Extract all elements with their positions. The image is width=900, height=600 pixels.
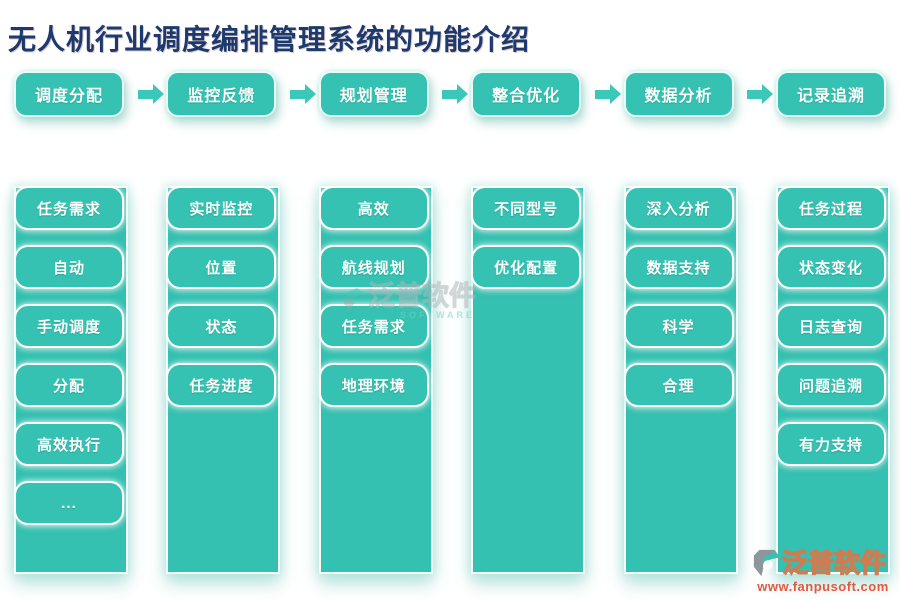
arrow-right-icon	[290, 89, 306, 99]
arrow-right-icon	[137, 89, 153, 99]
column-panel: 高效航线规划任务需求地理环境	[318, 186, 433, 574]
column-item-button[interactable]: 任务需求	[14, 186, 124, 230]
flow-cell: 记录追溯	[775, 71, 888, 117]
column-item-button[interactable]: 任务过程	[775, 186, 886, 230]
column-item-button[interactable]: 地理环境	[318, 363, 429, 407]
flow-cell: 数据分析	[623, 71, 776, 117]
brand-logo: 泛普软件 www.fanpusoft.com	[752, 547, 894, 594]
flow-cell: 整合优化	[471, 71, 623, 117]
column-item-button[interactable]: 数据支持	[623, 245, 734, 289]
column-panel: 任务需求自动手动调度分配高效执行...	[14, 186, 128, 574]
column-panel: 实时监控位置状态任务进度	[166, 186, 281, 574]
column-item-button[interactable]: 任务进度	[166, 363, 277, 407]
column-item-button[interactable]: 任务需求	[318, 304, 429, 348]
column-item-button[interactable]: 手动调度	[14, 304, 124, 348]
flow-row: 调度分配监控反馈规划管理整合优化数据分析记录追溯	[14, 70, 888, 118]
column-item-button[interactable]: 状态变化	[775, 245, 886, 289]
column-panel: 深入分析数据支持科学合理	[623, 186, 738, 574]
column-item-button[interactable]: 优化配置	[471, 245, 582, 289]
column-item-button[interactable]: 科学	[623, 304, 734, 348]
flow-step-button[interactable]: 调度分配	[14, 71, 124, 117]
column-item-button[interactable]: 日志查询	[775, 304, 886, 348]
column-item-button[interactable]: 高效执行	[14, 422, 124, 466]
column-item-button[interactable]: 航线规划	[318, 245, 429, 289]
flow-cell: 规划管理	[318, 71, 471, 117]
column-item-button[interactable]: 实时监控	[166, 186, 277, 230]
flow-step-button[interactable]: 监控反馈	[166, 71, 277, 117]
brand-logo-icon	[753, 549, 781, 577]
column-item-button[interactable]: 深入分析	[623, 186, 734, 230]
column-item-button[interactable]: 合理	[623, 363, 734, 407]
column-item-button[interactable]: 问题追溯	[775, 363, 886, 407]
flow-step-button[interactable]: 规划管理	[318, 71, 429, 117]
brand-logo-text: 泛普软件	[781, 547, 887, 578]
column-item-button[interactable]: ...	[14, 481, 124, 525]
flow-cell: 监控反馈	[166, 71, 318, 117]
column-item-button[interactable]: 状态	[166, 304, 277, 348]
column-item-button[interactable]: 高效	[318, 186, 429, 230]
column-item-button[interactable]: 自动	[14, 245, 124, 289]
flow-step-button[interactable]: 整合优化	[471, 71, 582, 117]
flow-step-button[interactable]: 记录追溯	[775, 71, 886, 117]
arrow-right-icon	[594, 89, 610, 99]
flow-cell: 调度分配	[14, 71, 166, 117]
column-item-button[interactable]: 不同型号	[471, 186, 582, 230]
column-item-button[interactable]: 有力支持	[775, 422, 886, 466]
column-item-button[interactable]: 位置	[166, 245, 277, 289]
column-panel: 任务过程状态变化日志查询问题追溯有力支持	[775, 186, 890, 574]
column-item-button[interactable]: 分配	[14, 363, 124, 407]
column-panel: 不同型号优化配置	[471, 186, 586, 574]
flow-step-button[interactable]: 数据分析	[623, 71, 734, 117]
page-title: 无人机行业调度编排管理系统的功能介绍	[8, 25, 531, 56]
arrow-right-icon	[747, 89, 763, 99]
columns: 任务需求自动手动调度分配高效执行...实时监控位置状态任务进度高效航线规划任务需…	[14, 186, 890, 574]
brand-logo-url: www.fanpusoft.com	[757, 579, 889, 594]
arrow-right-icon	[442, 89, 458, 99]
